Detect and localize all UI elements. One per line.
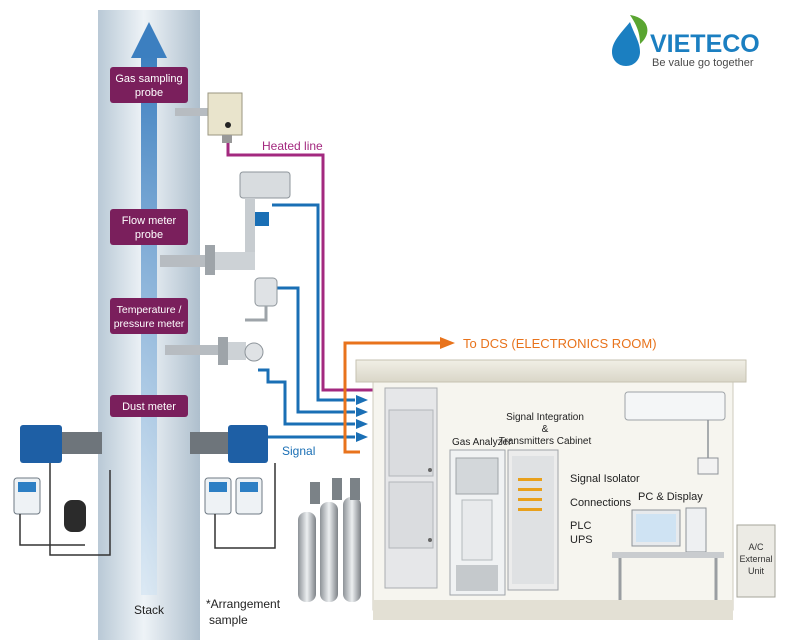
signal-isolator-label: Signal Isolator (570, 473, 640, 485)
cabinet-label-2: & (542, 424, 549, 435)
flow-arrow-head (131, 22, 167, 58)
probe-label-gas-1: Gas sampling (115, 73, 182, 85)
plc-label: PLC (570, 520, 591, 532)
probe-label-dust: Dust meter (122, 401, 176, 413)
analyzer-shelter (355, 359, 747, 620)
brand-tagline: Be value go together (652, 57, 754, 69)
ac-unit-label-2: External (739, 554, 772, 564)
line-arrowheads (356, 337, 455, 442)
probe-label-temp-2: pressure meter (114, 318, 185, 330)
dcs-line-path (343, 341, 440, 454)
probe-label-gas-2: probe (135, 87, 163, 99)
water-drop-leaf-icon (612, 15, 648, 66)
brand-name: VIETECO (650, 30, 760, 58)
probe-label-flow-2: probe (135, 229, 163, 241)
gas-sampling-probe (175, 92, 243, 143)
temperature-pressure-meter (165, 277, 278, 365)
probe-label-flow-1: Flow meter (122, 215, 177, 227)
heated-line-path (226, 140, 405, 392)
signal-line-3 (258, 368, 355, 426)
probe-label-boxes (110, 67, 188, 417)
connections-label: Connections (570, 497, 632, 509)
pc-display-label: PC & Display (638, 491, 703, 503)
ac-unit-label-1: A/C (748, 542, 764, 552)
cabinet-label-3: Transmitters Cabinet (499, 436, 592, 447)
signal-line-1 (272, 203, 355, 402)
ac-unit-label-3: Unit (748, 566, 765, 576)
to-dcs-label: To DCS (ELECTRONICS ROOM) (463, 336, 657, 351)
external-ac-unit (736, 524, 776, 598)
stack-label: Stack (134, 603, 165, 617)
ups-label: UPS (570, 534, 593, 546)
signal-line-2 (260, 286, 355, 414)
dust-meter-right (190, 425, 268, 515)
gas-analyzer-label: Gas Analyzer (452, 437, 512, 448)
flow-meter-probe (160, 171, 291, 275)
heated-line-label: Heated line (262, 139, 323, 153)
gas-cylinders (298, 478, 361, 602)
probe-label-temp-1: Temperature / (117, 304, 182, 316)
signal-label: Signal (282, 444, 315, 458)
dust-meter-cabling (19, 463, 276, 556)
cabinet-label-1: Signal Integration (506, 412, 584, 423)
note-line2: sample (209, 613, 248, 627)
dust-meter-left (13, 425, 102, 532)
note-line1: *Arrangement (206, 597, 281, 611)
